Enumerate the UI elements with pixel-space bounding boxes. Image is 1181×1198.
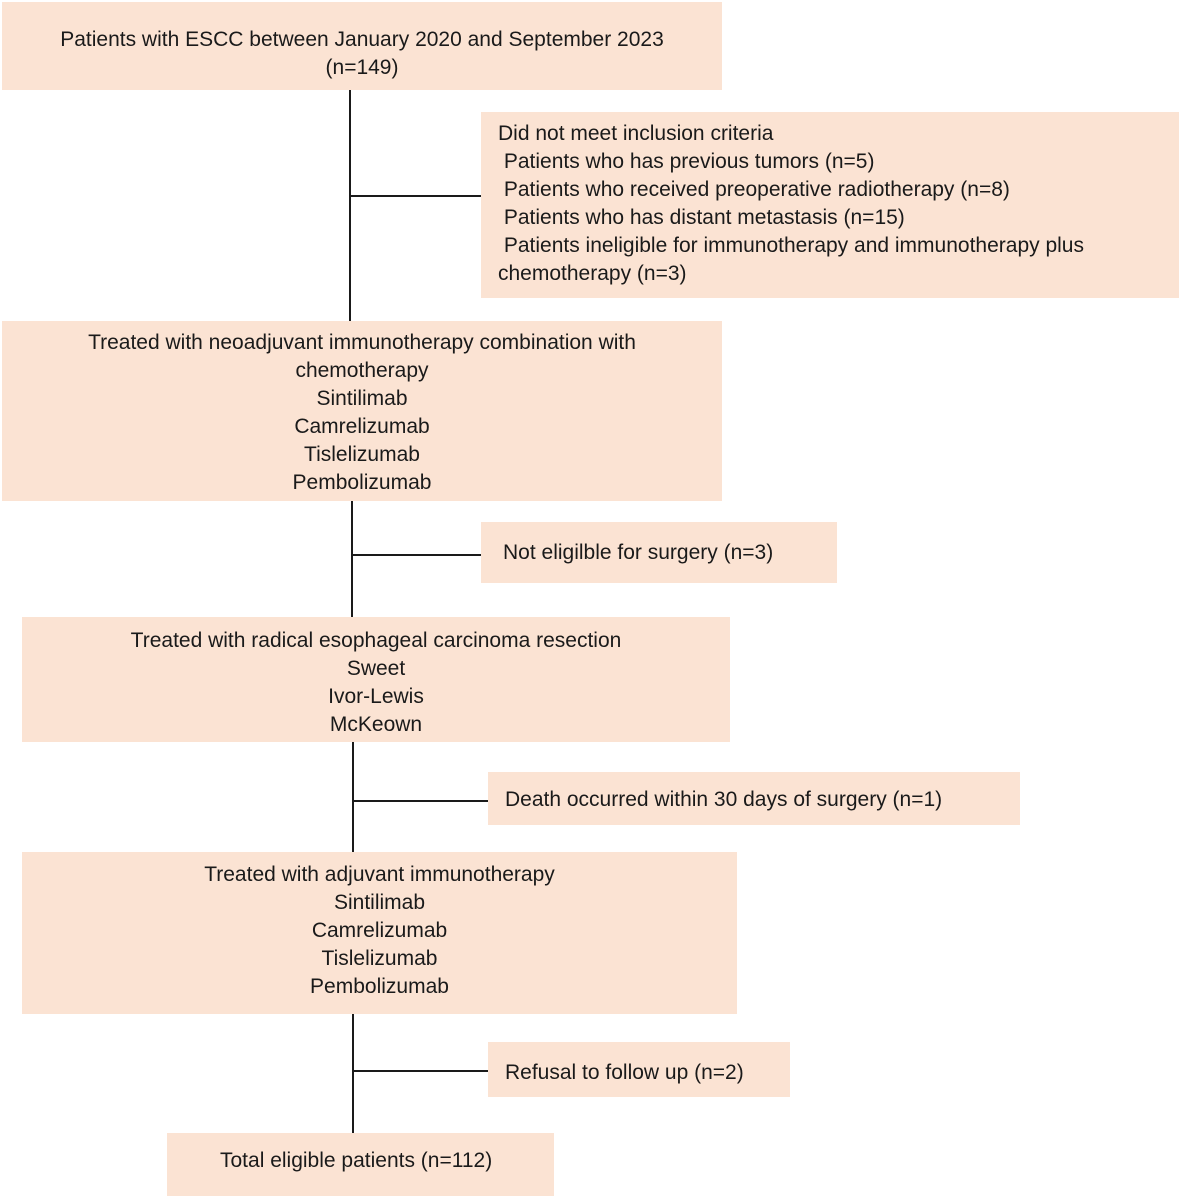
exclusion-death-box: Death occurred within 30 days of surgery… [488, 772, 1020, 825]
exclusion-item-radiotherapy: Patients who received preoperative radio… [498, 178, 1010, 201]
exclusion-follow-up-text: Refusal to follow up (n=2) [505, 1061, 744, 1084]
final-eligible-text: Total eligible patients (n=112) [220, 1149, 493, 1172]
main-flow-connector-4 [352, 1014, 354, 1133]
start-population-count: (n=149) [325, 56, 399, 79]
exclusion-3-branch [353, 800, 488, 802]
exclusion-follow-up-box: Refusal to follow up (n=2) [488, 1042, 790, 1097]
exclusion-item-ineligible-cont: chemotherapy (n=3) [498, 262, 687, 285]
final-eligible-box: Total eligible patients (n=112) [167, 1133, 554, 1196]
exclusion-heading: Did not meet inclusion criteria [498, 122, 774, 145]
neoadjuvant-treatment-box: Treated with neoadjuvant immunotherapy c… [2, 321, 722, 501]
neoadjuvant-drug-3: Tislelizumab [304, 443, 420, 466]
exclusion-1-branch [350, 195, 481, 197]
exclusion-item-ineligible: Patients ineligible for immunotherapy an… [498, 234, 1084, 257]
resection-method-2: Ivor-Lewis [328, 685, 424, 708]
exclusion-surgery-text: Not eligilble for surgery (n=3) [503, 541, 774, 564]
adjuvant-drug-4: Pembolizumab [310, 975, 449, 998]
exclusion-death-text: Death occurred within 30 days of surgery… [505, 788, 943, 811]
exclusion-4-branch [353, 1070, 488, 1072]
main-flow-connector-3 [352, 742, 354, 852]
exclusion-item-previous-tumors: Patients who has previous tumors (n=5) [498, 150, 875, 173]
exclusion-inclusion-criteria-box: Did not meet inclusion criteria Patients… [481, 112, 1179, 298]
resection-treatment-box: Treated with radical esophageal carcinom… [22, 617, 730, 742]
neoadjuvant-drug-1: Sintilimab [316, 387, 408, 410]
adjuvant-treatment-box: Treated with adjuvant immunotherapy Sint… [22, 852, 737, 1014]
neoadjuvant-drug-4: Pembolizumab [292, 471, 432, 494]
start-population-title: Patients with ESCC between January 2020 … [60, 28, 664, 51]
neoadjuvant-title-cont: chemotherapy [295, 359, 429, 382]
resection-method-1: Sweet [346, 657, 406, 680]
adjuvant-drug-1: Sintilimab [333, 891, 426, 914]
exclusion-surgery-box: Not eligilble for surgery (n=3) [481, 522, 837, 583]
resection-method-3: McKeown [329, 713, 423, 736]
exclusion-2-branch [352, 554, 481, 556]
main-flow-connector-1 [349, 90, 351, 321]
adjuvant-drug-2: Camrelizumab [311, 919, 448, 942]
adjuvant-title: Treated with adjuvant immunotherapy [204, 863, 555, 886]
main-flow-connector-2 [351, 501, 353, 617]
exclusion-item-metastasis: Patients who has distant metastasis (n=1… [498, 206, 905, 229]
resection-title: Treated with radical esophageal carcinom… [130, 629, 622, 652]
neoadjuvant-title: Treated with neoadjuvant immunotherapy c… [88, 331, 636, 354]
start-population-box: Patients with ESCC between January 2020 … [2, 2, 722, 90]
adjuvant-drug-3: Tislelizumab [321, 947, 438, 970]
neoadjuvant-drug-2: Camrelizumab [294, 415, 430, 438]
